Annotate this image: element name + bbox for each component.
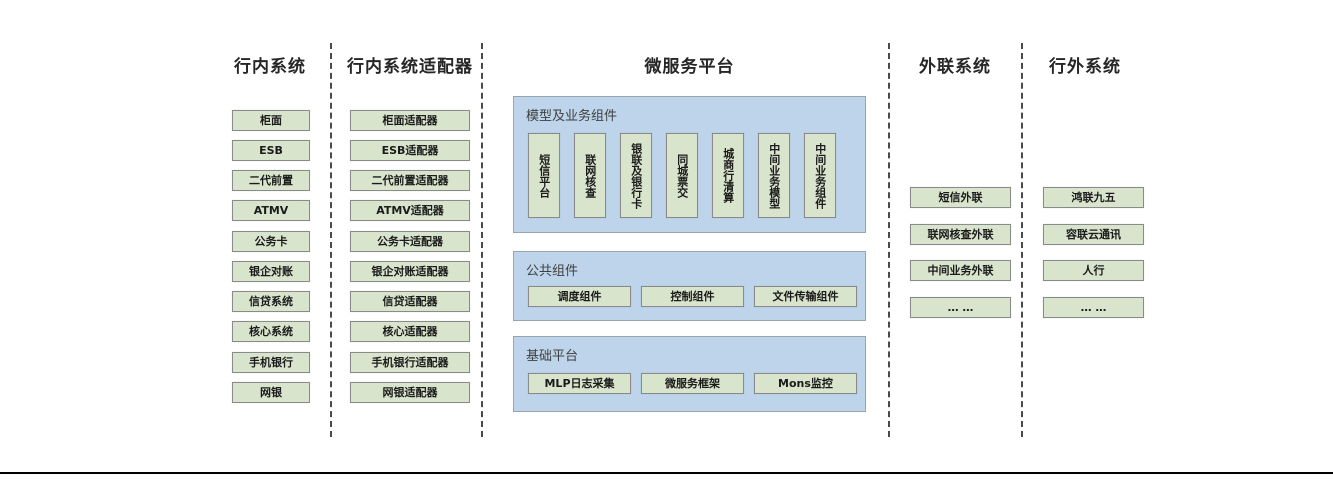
- node-model-2[interactable]: 联网核查: [574, 133, 606, 218]
- node-adapter-9[interactable]: 手机银行适配器: [350, 352, 470, 373]
- node-adapter-10[interactable]: 网银适配器: [350, 382, 470, 403]
- divider-3: [888, 43, 890, 437]
- node-adapter-7[interactable]: 信贷适配器: [350, 291, 470, 312]
- divider-1: [330, 43, 332, 437]
- node-model-1[interactable]: 短信平台: [528, 133, 560, 218]
- node-out-bank-2[interactable]: 容联云通讯: [1043, 224, 1144, 245]
- node-adapter-2[interactable]: ESB适配器: [350, 140, 470, 161]
- node-external-4[interactable]: … …: [910, 297, 1011, 318]
- node-model-5[interactable]: 城商行清算: [712, 133, 744, 218]
- group-title-base-platform: 基础平台: [526, 349, 579, 364]
- node-base-3[interactable]: Mons监控: [754, 373, 857, 394]
- node-out-bank-1[interactable]: 鸿联九五: [1043, 187, 1144, 208]
- node-model-6[interactable]: 中间业务模型: [758, 133, 790, 218]
- group-title-public-components: 公共组件: [526, 264, 579, 279]
- node-model-4[interactable]: 同城票交: [666, 133, 698, 218]
- node-model-7[interactable]: 中间业务组件: [804, 133, 836, 218]
- node-external-3[interactable]: 中间业务外联: [910, 260, 1011, 281]
- divider-4: [1021, 43, 1023, 437]
- node-adapter-3[interactable]: 二代前置适配器: [350, 170, 470, 191]
- column-title-in-bank-adapter: 行内系统适配器: [347, 57, 473, 77]
- node-adapter-4[interactable]: ATMV适配器: [350, 200, 470, 221]
- node-in-bank-10[interactable]: 网银: [232, 382, 310, 403]
- platform-title: 微服务平台: [644, 57, 735, 77]
- node-adapter-1[interactable]: 柜面适配器: [350, 110, 470, 131]
- node-in-bank-5[interactable]: 公务卡: [232, 231, 310, 252]
- node-model-3[interactable]: 银联及银行卡: [620, 133, 652, 218]
- node-base-1[interactable]: MLP日志采集: [528, 373, 631, 394]
- divider-2: [481, 43, 483, 437]
- bottom-rule: [0, 472, 1333, 474]
- column-title-external-link: 外联系统: [919, 57, 991, 77]
- node-in-bank-6[interactable]: 银企对账: [232, 261, 310, 282]
- node-adapter-5[interactable]: 公务卡适配器: [350, 231, 470, 252]
- node-in-bank-2[interactable]: ESB: [232, 140, 310, 161]
- node-base-2[interactable]: 微服务框架: [641, 373, 744, 394]
- node-in-bank-3[interactable]: 二代前置: [232, 170, 310, 191]
- node-external-2[interactable]: 联网核查外联: [910, 224, 1011, 245]
- node-adapter-6[interactable]: 银企对账适配器: [350, 261, 470, 282]
- node-external-1[interactable]: 短信外联: [910, 187, 1011, 208]
- node-in-bank-1[interactable]: 柜面: [232, 110, 310, 131]
- node-in-bank-8[interactable]: 核心系统: [232, 321, 310, 342]
- group-title-model-business: 模型及业务组件: [526, 109, 618, 124]
- column-title-out-bank: 行外系统: [1049, 57, 1121, 77]
- node-out-bank-4[interactable]: … …: [1043, 297, 1144, 318]
- node-public-1[interactable]: 调度组件: [528, 286, 631, 307]
- column-title-in-bank: 行内系统: [234, 57, 306, 77]
- node-in-bank-4[interactable]: ATMV: [232, 200, 310, 221]
- node-adapter-8[interactable]: 核心适配器: [350, 321, 470, 342]
- node-public-2[interactable]: 控制组件: [641, 286, 744, 307]
- node-out-bank-3[interactable]: 人行: [1043, 260, 1144, 281]
- node-in-bank-7[interactable]: 信贷系统: [232, 291, 310, 312]
- node-in-bank-9[interactable]: 手机银行: [232, 352, 310, 373]
- node-public-3[interactable]: 文件传输组件: [754, 286, 857, 307]
